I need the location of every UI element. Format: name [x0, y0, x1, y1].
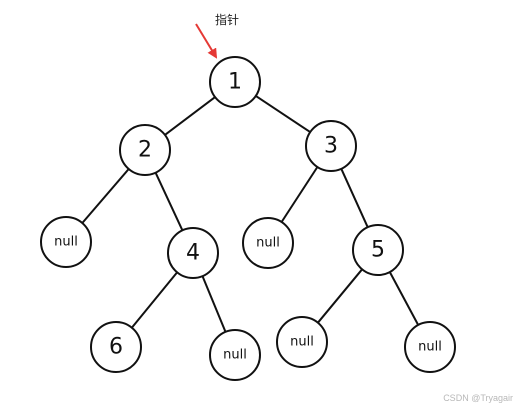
null-node: null [404, 321, 456, 373]
node-label: null [418, 340, 442, 355]
tree-node: 6 [90, 321, 142, 373]
node-label: null [256, 236, 280, 251]
node-circle [276, 316, 328, 368]
node-circle [209, 329, 261, 381]
node-label: 5 [371, 238, 385, 263]
node-label: 6 [109, 335, 123, 360]
tree-node: 4 [167, 227, 219, 279]
node-circle [90, 321, 142, 373]
null-node: null [209, 329, 261, 381]
edge-n5-n5R [388, 271, 420, 326]
node-label: null [290, 335, 314, 350]
node-circle [167, 227, 219, 279]
edge-n4-n4R [201, 275, 227, 333]
pointer-annotation: 指针 [195, 12, 239, 59]
edge-n1-n3 [255, 95, 311, 133]
node-circle [404, 321, 456, 373]
tree-node: 2 [119, 124, 171, 176]
null-node: null [242, 217, 294, 269]
pointer-arrow [195, 23, 218, 59]
tree-node: 5 [352, 224, 404, 276]
node-label: 2 [138, 138, 152, 163]
edge-n2-n2L [81, 168, 130, 224]
node-circle [119, 124, 171, 176]
tree-edges [81, 95, 420, 333]
node-label: null [223, 348, 247, 363]
edge-n3-n3L [280, 166, 319, 223]
node-label: 4 [186, 241, 200, 266]
node-circle [352, 224, 404, 276]
node-label: null [54, 235, 78, 250]
edge-n2-n4 [154, 172, 184, 231]
node-label: 1 [228, 70, 242, 95]
tree-nodes: 1 2 3 null 4 null 5 6 null null null [40, 56, 456, 381]
tree-node: 3 [305, 120, 357, 172]
edge-n3-n5 [340, 168, 369, 228]
node-circle [40, 216, 92, 268]
node-circle [242, 217, 294, 269]
node-circle [305, 120, 357, 172]
pointer-label: 指针 [215, 12, 239, 27]
null-node: null [276, 316, 328, 368]
watermark: CSDN @Tryagair [443, 393, 513, 403]
edge-n1-n2 [164, 96, 216, 136]
edge-n4-n6 [131, 271, 178, 329]
node-label: 3 [324, 134, 338, 159]
node-circle [209, 56, 261, 108]
null-node: null [40, 216, 92, 268]
edge-n5-n5L [317, 268, 363, 324]
tree-node: 1 [209, 56, 261, 108]
